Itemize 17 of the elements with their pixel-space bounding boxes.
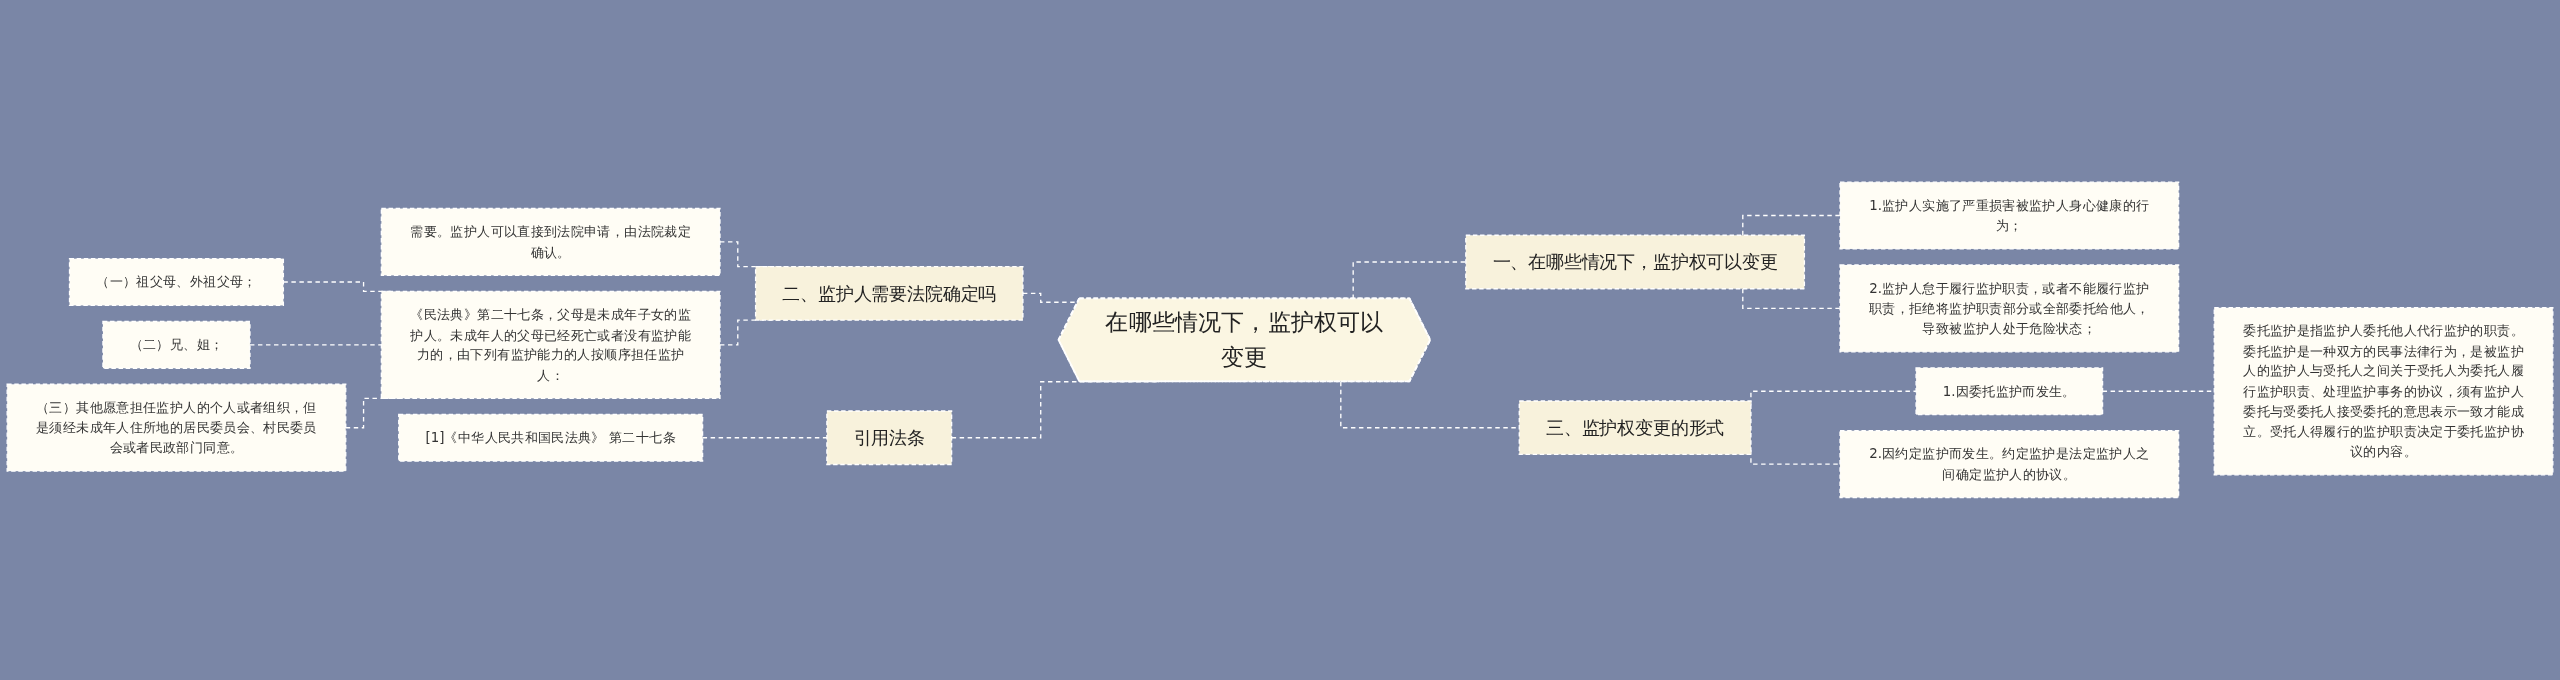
node-box: （二）兄、姐； xyxy=(102,320,251,370)
node-box: [1]《中华人民共和国民法典》 第二十七条 xyxy=(398,413,704,462)
node-box: 委托监护是指监护人委托他人代行监护的职责。委托监护是一种双方的民事法律行为，是被监护人的监护人与受托人之间关于受托人为委托人履行监护职责、处理监护事务的协议，须有监护人委托与受委托人接受委托的意思表示一致才能成立。受托人得履行的监护职责决定于委托监护协议的内容。 xyxy=(2213,307,2554,476)
node-box: 一、在哪些情况下，监护权可以变更 xyxy=(1465,234,1806,290)
node-box: 1.因委托监护而发生。 xyxy=(1915,367,2104,416)
node-box: （三）其他愿意担任监护人的个人或者组织，但是须经未成年人住所地的居民委员会、村民委员会或者民政部门同意。 xyxy=(6,383,347,472)
node-box: 1.监护人实施了严重损害被监护人身心健康的行为； xyxy=(1839,181,2180,250)
connector xyxy=(1742,215,1841,237)
node-box: 《民法典》第二十七条，父母是未成年子女的监护人。未成年人的父母已经死亡或者没有监护能力的，由下列有监护能力的人按顺序担任监护人： xyxy=(380,290,721,400)
node-box: 二、监护人需要法院确定吗 xyxy=(754,266,1024,321)
node-box: 需要。监护人可以直接到法院申请，由法院裁定确认。 xyxy=(380,208,721,277)
node-box: 2.监护人怠于履行监护职责，或者不能履行监护职责，拒绝将监护职责部分或全部委托给他人，导致被监护人处于危险状态； xyxy=(1839,264,2180,353)
connector xyxy=(1742,288,1841,310)
node-box: 引用法条 xyxy=(826,410,953,466)
node-box: （一）祖父母、外祖父母； xyxy=(68,258,285,307)
node-box: 2.因约定监护而发生。约定监护是法定监护人之间确定监护人的协议。 xyxy=(1839,430,2180,499)
node-box: 三、监护权变更的形式 xyxy=(1518,400,1752,456)
